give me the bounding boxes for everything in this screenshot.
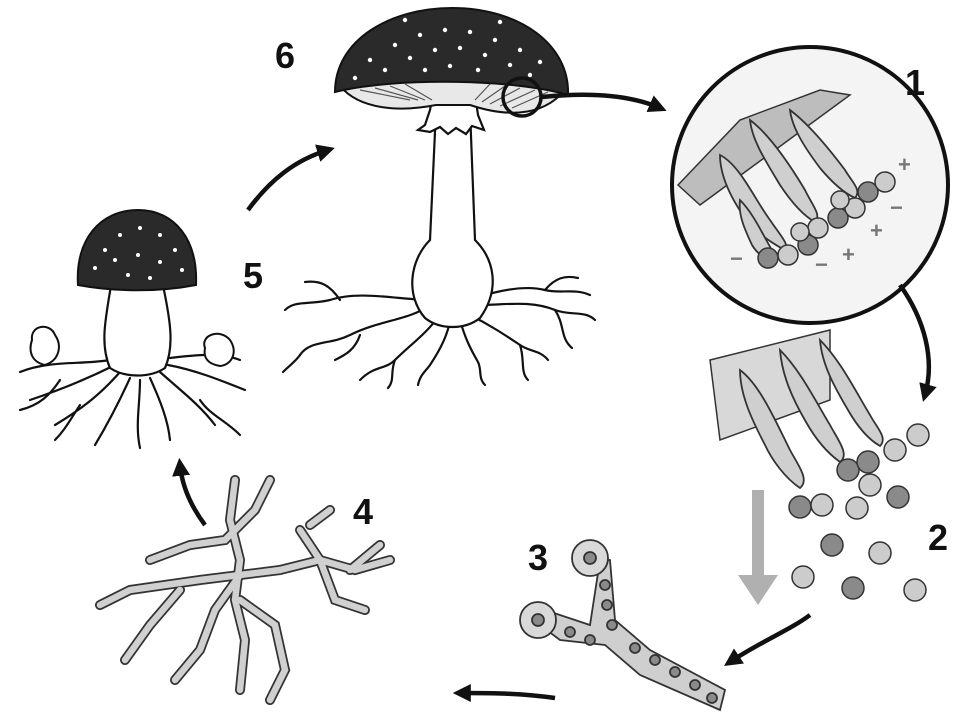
plus-sign: + bbox=[898, 152, 911, 177]
arrow-stage1-to-stage2 bbox=[900, 285, 929, 395]
arrow-stage3-to-stage4 bbox=[460, 693, 555, 698]
stage-label-4: 4 bbox=[353, 494, 373, 530]
arrow-stage5-to-stage6 bbox=[248, 150, 328, 210]
arrow-stage2-to-stage3 bbox=[730, 615, 810, 662]
stage-label-5: 5 bbox=[243, 258, 263, 294]
primordium-right bbox=[204, 334, 233, 366]
minus-sign: − bbox=[815, 252, 828, 277]
arrow-stage4-to-stage5 bbox=[180, 465, 205, 525]
stage-label-1: 1 bbox=[905, 65, 925, 101]
primordium-left bbox=[31, 327, 59, 365]
young-mushroom-cap bbox=[78, 210, 196, 290]
young-mushroom bbox=[20, 210, 245, 448]
stage-label-3: 3 bbox=[528, 540, 548, 576]
mature-mushroom-stem bbox=[412, 110, 492, 327]
stage-label-6: 6 bbox=[275, 38, 295, 74]
plus-sign: + bbox=[842, 242, 855, 267]
released-spores bbox=[789, 424, 929, 601]
arrow-zoom-to-detail bbox=[542, 95, 660, 108]
young-mushroom-stem bbox=[104, 280, 170, 376]
spore-release bbox=[710, 330, 929, 605]
minus-sign: − bbox=[730, 246, 743, 271]
germinating-spores bbox=[520, 540, 725, 710]
stage-label-2: 2 bbox=[928, 520, 948, 556]
minus-sign: − bbox=[890, 195, 903, 220]
plus-sign: + bbox=[870, 218, 883, 243]
mycelium-network bbox=[100, 480, 390, 700]
mature-mushroom bbox=[283, 8, 595, 388]
spore-fall-arrow bbox=[738, 490, 778, 605]
